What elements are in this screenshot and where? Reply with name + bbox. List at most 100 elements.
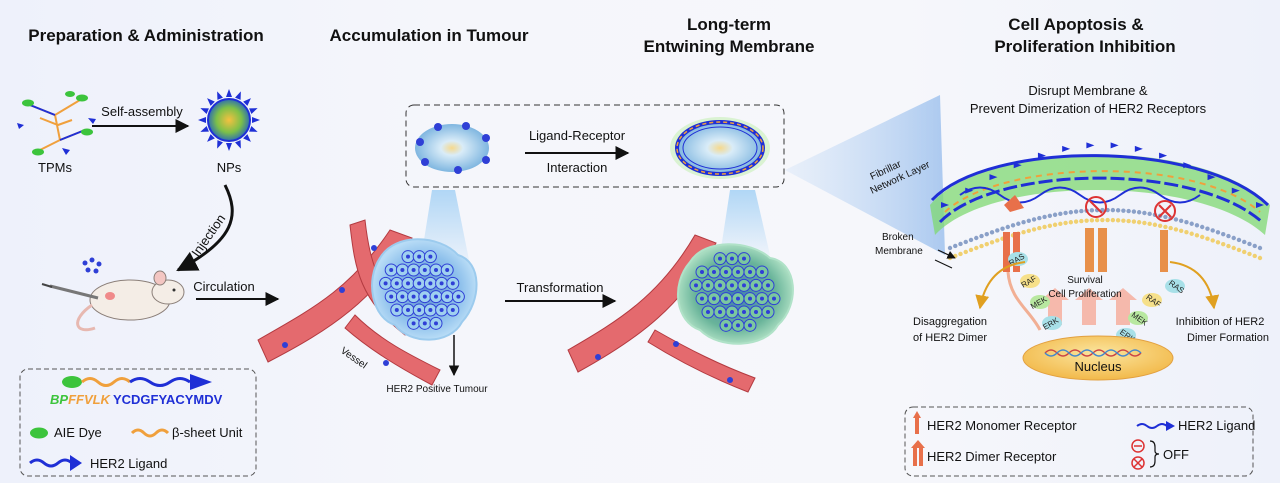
lipid-head <box>995 228 1000 233</box>
lipid-head <box>1110 217 1116 223</box>
lipid-head <box>1147 221 1152 227</box>
tumour-mass-1 <box>371 238 478 341</box>
tumour-cell-nucleus <box>718 310 722 314</box>
tumour-cell-nucleus <box>712 296 716 301</box>
off-icons <box>1131 439 1160 470</box>
lipid-head <box>1073 209 1079 214</box>
tumour-cell-nucleus <box>754 310 758 314</box>
lipid-head <box>1215 230 1221 235</box>
lipid-head <box>1194 223 1200 228</box>
sequence-bp: BP <box>50 392 68 407</box>
fibril-arrowhead <box>1159 152 1168 159</box>
lipid-head <box>1058 211 1063 217</box>
lipid-head <box>1000 226 1005 231</box>
tumour-cell-nucleus <box>736 323 740 328</box>
section-title-apoptosis-2: Proliferation Inhibition <box>994 37 1175 56</box>
vessel-label: Vessel <box>338 345 368 371</box>
lipid-head <box>1026 228 1032 233</box>
tumour-cell-nucleus <box>422 294 427 299</box>
disaggregation-label-2: of HER2 Dimer <box>913 332 987 344</box>
fibril-arrowhead <box>941 202 949 208</box>
tumour-cell-nucleus <box>434 268 438 272</box>
lipid-head <box>1063 220 1068 226</box>
tumour-cell-nucleus <box>428 281 433 286</box>
tumour-cell-nucleus <box>434 321 438 326</box>
broken-label-2: Membrane <box>875 246 923 257</box>
lipid-head <box>1042 214 1047 220</box>
lipid-head <box>953 243 958 249</box>
lipid-head <box>1189 221 1194 226</box>
lipid-head <box>1184 230 1189 235</box>
tumour-cell-nucleus <box>439 281 444 286</box>
tumour-cell-nucleus <box>718 256 722 261</box>
tumour-cell-nucleus <box>417 281 422 286</box>
inhibition-label-1: Inhibition of HER2 <box>1176 316 1265 328</box>
fibril-arrowhead <box>1037 152 1046 159</box>
lipid-head <box>1257 245 1263 251</box>
lipid-head <box>1110 207 1116 213</box>
np-spike <box>252 117 260 123</box>
her2-receptors <box>1003 195 1176 272</box>
tumour-cell-nucleus <box>748 296 752 301</box>
nucleus <box>1022 335 1174 381</box>
lipid-head <box>1200 234 1205 240</box>
her2-ligand-label: HER2 Ligand <box>90 456 167 471</box>
lipid-head <box>1115 218 1121 223</box>
lipid-head <box>984 231 989 237</box>
lipid-head <box>1115 208 1121 213</box>
peptide-structure-icon <box>62 374 212 390</box>
lipid-head <box>1226 233 1231 239</box>
lipid-head <box>1084 218 1089 223</box>
lipid-head <box>995 238 1000 243</box>
fibril-arrowhead <box>1062 145 1071 152</box>
ligand-legend-icon <box>1136 421 1175 431</box>
fibril-arrowhead <box>1183 162 1192 169</box>
tumour-cell-nucleus <box>389 294 394 299</box>
tumour-cell-nucleus <box>712 270 716 274</box>
tumour-cell-nucleus <box>417 308 422 312</box>
lipid-head <box>1231 245 1236 251</box>
lipid-head <box>1094 217 1100 223</box>
lipid-head <box>1221 241 1226 247</box>
lipid-head <box>1142 210 1147 216</box>
tumour-cell-nucleus <box>694 283 698 288</box>
tumour-cell-nucleus <box>428 308 433 312</box>
lipid-head <box>1226 243 1231 249</box>
tumour-cell-nucleus <box>445 268 450 272</box>
raf-node-right <box>1142 293 1162 307</box>
fibril-arrowhead <box>1013 162 1022 169</box>
tumour-cell-nucleus <box>400 294 405 299</box>
lipid-head <box>1252 253 1257 259</box>
tumour-cell-nucleus <box>760 296 764 301</box>
lipid-head <box>963 249 968 255</box>
membrane-wrapped-cell-icon <box>670 117 770 179</box>
ligand-receptor-label-1: Ligand-Receptor <box>529 128 626 143</box>
mouse-illustration <box>41 257 185 332</box>
tumour-cell-nucleus <box>724 323 728 328</box>
circulation-label: Circulation <box>193 279 254 294</box>
beta-sheet-label: β-sheet Unit <box>172 425 243 440</box>
lipid-head <box>1016 221 1021 226</box>
tumour-cell-nucleus <box>406 254 410 259</box>
tumour-cell-nucleus <box>456 294 461 299</box>
lipid-head <box>1210 238 1215 243</box>
lipid-head <box>1037 215 1042 221</box>
tumour-cell-nucleus <box>700 296 704 301</box>
tumour-cell-nucleus <box>706 283 710 288</box>
tumour-cell-nucleus <box>754 283 758 288</box>
fibril-arrowhead <box>1086 142 1095 149</box>
lipid-head <box>1031 217 1037 222</box>
tumour-cell-nucleus <box>730 310 734 314</box>
lipid-head <box>1031 227 1037 232</box>
lipid-head <box>1121 218 1126 223</box>
beta-sheet-icon <box>130 428 170 438</box>
lipid-head <box>989 230 995 235</box>
lipid-head <box>1221 231 1226 237</box>
tumour-cell-nucleus <box>394 308 399 312</box>
lipid-head <box>1131 209 1137 214</box>
tumour-cell-nucleus <box>760 270 764 274</box>
monomer-receptor-icon <box>913 411 921 434</box>
